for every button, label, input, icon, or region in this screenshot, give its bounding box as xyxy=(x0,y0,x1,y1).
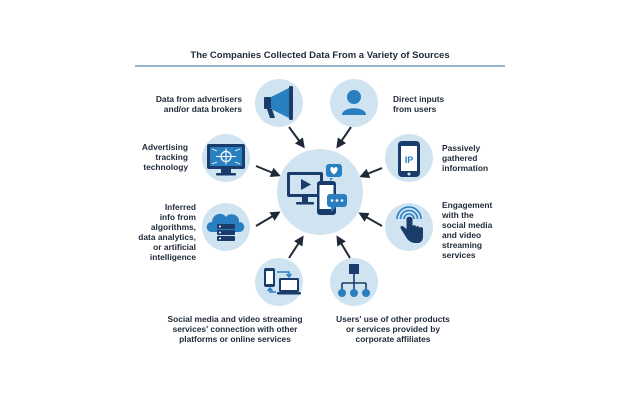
source-node-touch xyxy=(385,203,433,251)
label-social-media-connection: Social media and video streaming service… xyxy=(167,314,303,344)
source-node-megaphone xyxy=(255,79,303,127)
label-users-use-of-other-products: Users' use of other products or services… xyxy=(336,314,450,344)
megaphone-icon xyxy=(264,86,293,120)
diagram-title: The Companies Collected Data From a Vari… xyxy=(190,50,450,61)
arrow-phone-ip xyxy=(359,167,383,179)
label-passively-gathered: Passively gathered information xyxy=(442,143,489,173)
phone-ip-text: IP xyxy=(405,155,414,165)
label-advertising-tracking: Advertising tracking technology xyxy=(141,142,188,172)
arrows xyxy=(255,126,383,259)
source-node-network xyxy=(330,258,378,306)
connected-devices-icon xyxy=(264,268,301,295)
user-icon xyxy=(342,90,366,115)
source-node-connected xyxy=(255,258,303,306)
title-divider xyxy=(135,65,505,67)
arrow-monitor xyxy=(255,165,281,177)
touch-icon xyxy=(396,206,423,243)
label-engagement: Engagement with the social media and vid… xyxy=(442,200,493,260)
cloud-server-icon xyxy=(206,213,245,241)
network-hierarchy-icon xyxy=(338,264,370,297)
arrow-network xyxy=(336,235,351,259)
arrow-user xyxy=(336,126,352,149)
label-inferred-info: Inferred info from algorithms, data anal… xyxy=(138,202,196,262)
arrow-megaphone xyxy=(288,126,305,149)
label-direct-inputs: Direct inputs from users xyxy=(393,94,445,114)
center-node xyxy=(277,149,363,235)
phone-ip-icon: IP xyxy=(398,141,420,177)
arrow-cloud xyxy=(255,211,281,227)
source-node-cloud xyxy=(202,203,250,251)
source-node-phone-ip: IP xyxy=(385,134,433,182)
monitor-crosshair-icon xyxy=(207,144,245,176)
arrow-touch xyxy=(358,212,383,227)
devices-icon xyxy=(287,164,347,215)
source-node-monitor xyxy=(202,134,250,182)
label-data-from-advertisers: Data from advertisers and/or data broker… xyxy=(155,94,242,114)
arrow-connected xyxy=(288,235,304,259)
source-node-user xyxy=(330,79,378,127)
